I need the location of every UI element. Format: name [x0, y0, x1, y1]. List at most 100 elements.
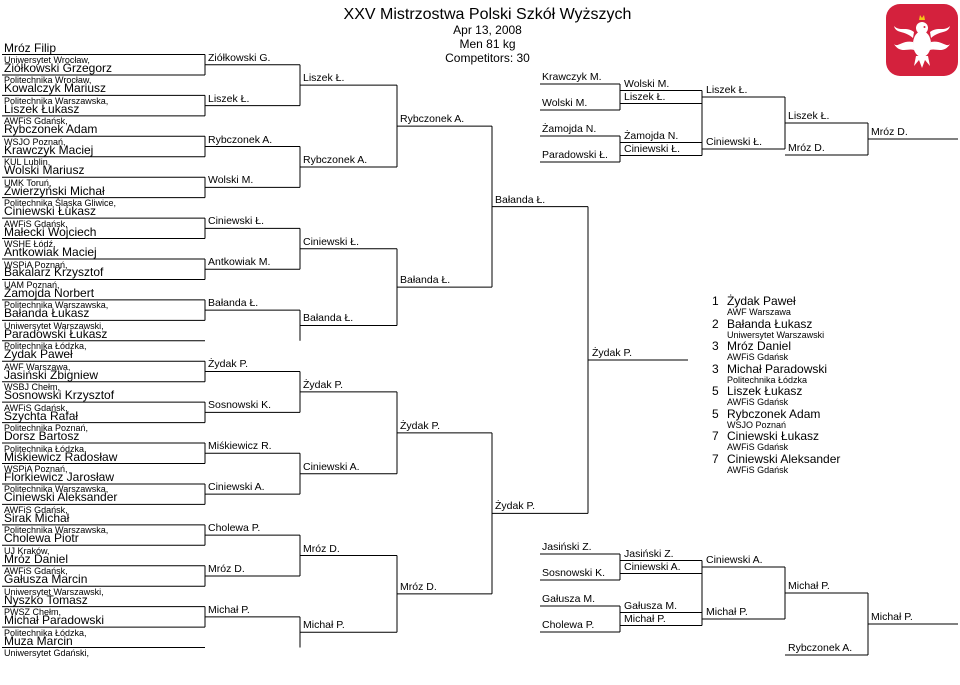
round1-winner: Ciniewski Ł. — [208, 215, 265, 228]
result-name: Liszek Łukasz — [727, 384, 803, 398]
competitor-club: Uniwersytet Warszawski, — [4, 320, 104, 331]
competitor-club: Politechnika Wrocław, — [4, 75, 92, 86]
round3-winner: Żydak P. — [400, 419, 441, 432]
competitor-name: Szychta Rafał — [4, 408, 79, 423]
competitor-name: Michał Paradowski — [4, 613, 105, 628]
result-club: Uniwersytet Warszawski — [727, 329, 825, 340]
round1-winner: Mróz D. — [208, 562, 245, 575]
competitor-name: Cholewa Piotr — [4, 531, 79, 546]
semifinal-winner: Żydak P. — [495, 500, 536, 513]
competitor-name: Bakalarz Krzysztof — [4, 265, 104, 280]
result-name: Rybczonek Adam — [727, 406, 821, 421]
competitor-club: Politechnika Śląska Gliwice, — [4, 198, 117, 209]
repechage-fighter: Paradowski Ł. — [542, 149, 608, 161]
result-place: 5 — [712, 384, 719, 398]
competitor-club: AWFiS Gdańsk, — [4, 116, 68, 127]
repechage-fighter: Wolski M. — [542, 97, 588, 109]
event-title: XXV Mistrzostwa Polski Szkół Wyższych — [343, 6, 632, 23]
round1-winner: Żydak P. — [208, 358, 249, 371]
competitor-club: WSJO Poznań, — [4, 136, 66, 147]
round1-winner: Michał P. — [208, 603, 250, 616]
competitor-name: Żamojda Norbert — [4, 285, 95, 300]
competitor-name: Ciniewski Łukasz — [4, 204, 97, 219]
competitor-club: AWF Warszawa, — [4, 361, 71, 372]
bronze-winner: Michał P. — [871, 611, 913, 623]
bracket-header: XXV Mistrzostwa Polski Szkół Wyższych Ap… — [340, 6, 635, 66]
round1-winner: Liszek Ł. — [208, 92, 250, 105]
competitor-club: Politechnika Łódzka, — [4, 341, 87, 352]
repechage-fighter: Gałusza M. — [624, 599, 678, 612]
competitor-club: KUL Lublin, — [4, 157, 51, 168]
repechage-fighter: Żamojda N. — [624, 129, 679, 142]
repechage-fighter: Michał P. — [706, 606, 748, 618]
round1-winner: Antkowiak M. — [208, 256, 271, 269]
competitor-name: Liszek Łukasz — [4, 101, 80, 116]
competitor-name: Mróz Filip — [4, 40, 57, 55]
competitor-club: AWFiS Gdańsk, — [4, 566, 68, 577]
competitor-name: Florkiewicz Jarosław — [4, 469, 115, 484]
competitor-club: Politechnika Warszawska, — [4, 484, 109, 495]
repechage-fighter: Sosnowski K. — [542, 567, 606, 579]
round2-winner: Rybczonek A. — [303, 153, 368, 166]
competitor-name: Rybczonek Adam — [4, 122, 98, 137]
repechage-fighter: Jasiński Z. — [542, 541, 592, 553]
repechage-fighter: Żamojda N. — [542, 123, 597, 135]
competitor-club: WSPiA Poznań, — [4, 259, 68, 270]
competitor-club: Politechnika Warszawska, — [4, 95, 109, 106]
competitor-name: Jasiński Zbigniew — [4, 367, 99, 382]
repechage-fighter: Krawczyk M. — [542, 71, 602, 83]
repechage-fighter: Cholewa P. — [542, 619, 595, 631]
result-place: 5 — [712, 406, 719, 421]
bronze-winner: Mróz D. — [871, 126, 908, 138]
competitor-club: UAM Poznań, — [4, 279, 60, 290]
repechage-fighter: Wolski M. — [624, 77, 670, 90]
bronze-opponent: Rybczonek A. — [788, 642, 853, 654]
competitor-name: Mróz Daniel — [4, 551, 69, 566]
round2-winner: Ciniewski A. — [303, 460, 360, 473]
round3-winner: Mróz D. — [400, 580, 437, 593]
competitor-club: Politechnika Łódzka, — [4, 443, 87, 454]
competitor-name: Ziółkowski Grzegorz — [4, 60, 113, 75]
repechage-fighter: Liszek Ł. — [706, 84, 748, 96]
result-place: 2 — [712, 316, 719, 331]
repechage-fighter: Liszek Ł. — [788, 110, 830, 122]
competitor-name: Sirak Michał — [4, 510, 70, 525]
competitor-name: Małecki Wojciech — [4, 224, 97, 239]
round1-winner: Sosnowski K. — [208, 399, 272, 412]
weight-category: Men 81 kg — [459, 37, 516, 52]
round1-winner: Wolski M. — [208, 174, 254, 187]
round1-winner: Miśkiewicz R. — [208, 440, 272, 453]
repechage-fighter: Ciniewski Ł. — [624, 142, 681, 155]
repechage-fighter: Michał P. — [788, 580, 830, 592]
repechage-fighter: Ciniewski Ł. — [706, 136, 763, 148]
competitor-name: Gałusza Marcin — [4, 572, 88, 587]
competitor-name: Nyszko Tomasz — [4, 592, 88, 607]
result-club: AWFiS Gdańsk — [727, 442, 789, 452]
competitor-club: UMK Toruń, — [4, 177, 52, 188]
competitor-club: Uniwersytet Warszawski, — [4, 586, 104, 597]
competitor-name: Dorsz Bartosz — [4, 429, 80, 444]
round2-winner: Bałanda Ł. — [303, 312, 354, 325]
result-club: AWFiS Gdańsk — [727, 464, 789, 475]
competitor-name: Kowalczyk Mariusz — [4, 81, 107, 96]
competitor-name: Muza Marcin — [4, 633, 73, 648]
round2-winner: Michał P. — [303, 619, 345, 632]
round2-winner: Żydak P. — [303, 378, 344, 391]
polish-eagle-emblem-icon — [886, 4, 958, 76]
competitor-club: WSPiA Poznań, — [4, 464, 68, 474]
result-name: Bałanda Łukasz — [727, 316, 813, 331]
tournament-winner: Żydak P. — [592, 346, 633, 359]
competitor-name: Krawczyk Maciej — [4, 142, 94, 157]
competitor-club: WSHE Łódź, — [4, 239, 56, 250]
round1-winner: Cholewa P. — [208, 522, 261, 535]
result-name: Żydak Paweł — [727, 294, 796, 308]
repechage-fighter: Ciniewski A. — [624, 560, 681, 573]
repechage-fighter: Michał P. — [624, 612, 666, 625]
round2-winner: Ciniewski Ł. — [303, 235, 360, 248]
result-club: AWF Warszawa — [727, 307, 791, 317]
repechage-fighter: Jasiński Z. — [624, 547, 674, 560]
competitor-club: AWFiS Gdańsk, — [4, 504, 68, 515]
round3-winner: Rybczonek A. — [400, 113, 465, 126]
